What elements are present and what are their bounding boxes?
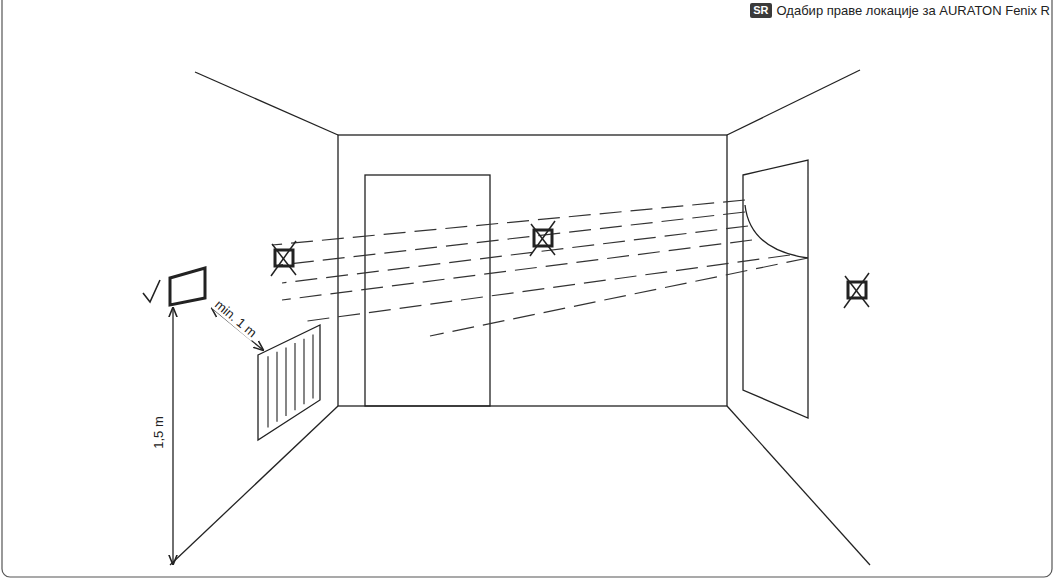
wrong-locations [271,221,869,308]
distance-label: min. 1 m [211,296,260,341]
height-arrow [172,308,173,564]
badge-text: SR [753,4,768,16]
correct-location [143,268,205,305]
height-label: 1,5 m [150,415,165,450]
radiator-fins [268,334,313,427]
language-badge: SR [750,3,771,18]
page-title: Одабир праве локације за AURATON Fenix R [777,3,1050,18]
draft-lines [272,200,808,336]
room-lines [170,70,870,565]
